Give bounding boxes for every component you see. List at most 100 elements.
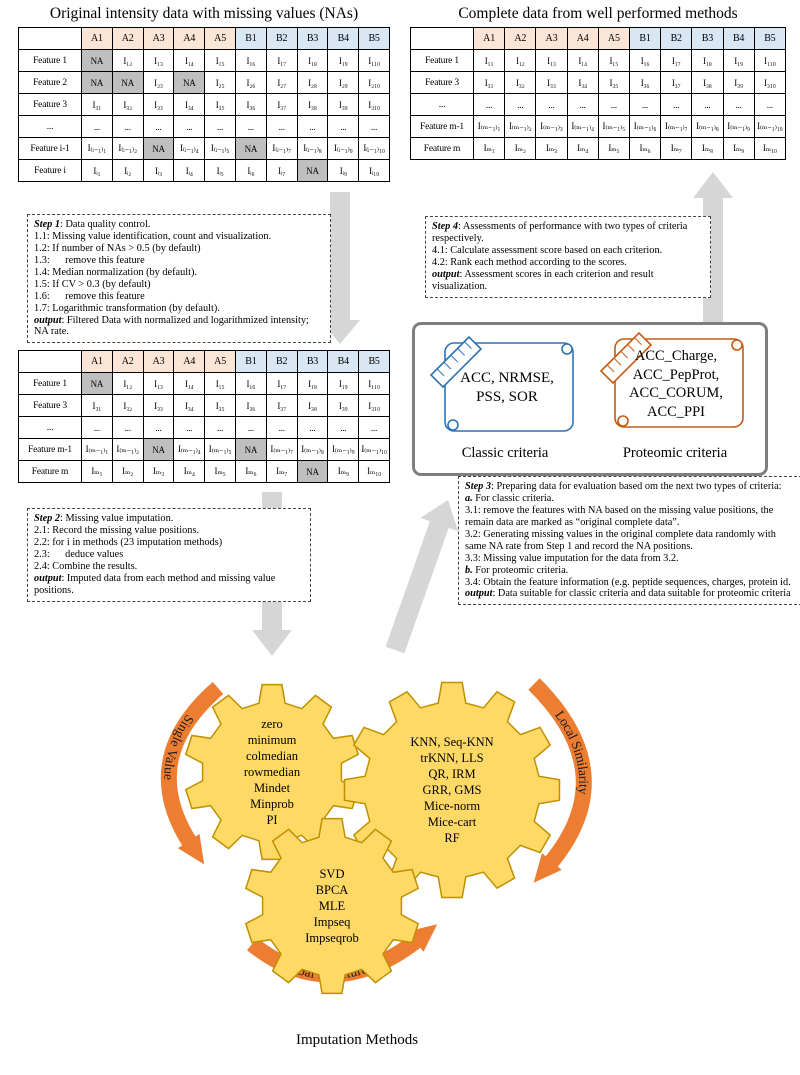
- table-cell: ...: [234, 416, 267, 439]
- step3-item-34-text: 3.4: Obtain the feature information (e.g…: [465, 576, 791, 588]
- table-cell: I₁₂: [111, 49, 144, 72]
- table-row: .................................: [410, 93, 787, 116]
- table-cell: I₁₈: [296, 49, 329, 72]
- table-cell: I₁₆: [234, 372, 267, 395]
- table-cell: Iₘ₅: [597, 137, 630, 160]
- table-cell: ...: [265, 416, 298, 439]
- column-header: A1: [81, 27, 113, 50]
- table-cell: I₍ₘ₋₁₎₁₀: [753, 115, 787, 138]
- row-label: Feature 3: [410, 71, 474, 94]
- table-cell: I₁₇: [660, 49, 693, 72]
- local-similarity-gear: [343, 681, 561, 899]
- table-cell: I₁₁₀: [358, 372, 390, 395]
- table-cell: Iₘ₆: [628, 137, 662, 160]
- table-cell: Iᵢ₂: [111, 159, 144, 182]
- left-table-title: Original intensity data with missing val…: [49, 5, 359, 22]
- table-cell: Iₘ₉: [722, 137, 755, 160]
- table-cell: ...: [472, 93, 506, 116]
- table-cell: I₃₂: [111, 394, 144, 417]
- table-cell: I₃₄: [566, 71, 599, 94]
- table-cell: ...: [597, 93, 630, 116]
- table-cell: I₃₂: [504, 71, 537, 94]
- table-cell: I₍ᵢ₋₁₎₁: [81, 137, 113, 160]
- table-cell: ...: [204, 416, 236, 439]
- table-cell: I₂₃: [142, 71, 175, 94]
- table-cell: I₃₇: [265, 394, 298, 417]
- column-header: A1: [472, 27, 506, 50]
- step1-output: output: Filtered Data with normalized an…: [34, 315, 324, 339]
- step3-title: Step 3: Preparing data for evaluation ba…: [465, 481, 795, 493]
- table-cell: I₃₄: [173, 394, 206, 417]
- table-cell: NA: [234, 438, 267, 461]
- global-structure-gear: [244, 817, 420, 995]
- step2-box: Step 2: Missing value imputation. 2.1: R…: [27, 508, 311, 602]
- table-cell: Iᵢ₁₀: [358, 159, 390, 182]
- table-cell: I₁₅: [204, 49, 236, 72]
- table-cell: I₍ₘ₋₁₎₂: [504, 115, 537, 138]
- classic-criteria-scroll-icon: [429, 335, 574, 432]
- table-cell: ...: [691, 93, 724, 116]
- table-cell: I₁₇: [265, 372, 298, 395]
- table-cell: I₃₈: [691, 71, 724, 94]
- table-cell: I₍ᵢ₋₁₎₉: [327, 137, 360, 160]
- step3-title-rest: : Preparing data for evaluation based om…: [491, 481, 782, 492]
- table-cell: NA: [173, 71, 206, 94]
- table-cell: I₃₅: [204, 93, 236, 116]
- criteria-panel: ACC, NRMSE, PSS, SOR Classic criteria AC…: [412, 322, 768, 476]
- table-cell: NA: [142, 438, 175, 461]
- column-header: [18, 27, 82, 50]
- table-cell: I₁₄: [173, 49, 206, 72]
- single-value-arc: [160, 681, 224, 865]
- table-cell: I₍ₘ₋₁₎₂: [111, 438, 144, 461]
- column-header: B1: [234, 27, 267, 50]
- table-cell: NA: [234, 137, 267, 160]
- table-cell: I₃₅: [204, 394, 236, 417]
- table-cell: Iᵢ₁: [81, 159, 113, 182]
- table-cell: I₃₁: [472, 71, 506, 94]
- step2-title-rest: : Missing value imputation.: [60, 513, 174, 524]
- table-cell: I₍ₘ₋₁₎₈: [296, 438, 329, 461]
- table-cell: ...: [265, 115, 298, 138]
- table-cell: I₂₅: [204, 71, 236, 94]
- table-cell: Iᵢ₃: [142, 159, 175, 182]
- row-label: Feature 3: [18, 93, 82, 116]
- column-header: A3: [142, 350, 175, 373]
- table-cell: I₁₁₀: [358, 49, 390, 72]
- table-cell: I₂₆: [234, 71, 267, 94]
- column-header: B4: [327, 350, 360, 373]
- table-cell: Iₘ₇: [660, 137, 693, 160]
- table-cell: ...: [628, 93, 662, 116]
- row-label: Feature m: [18, 460, 82, 483]
- table-cell: ...: [327, 115, 360, 138]
- row-label: Feature 1: [18, 372, 82, 395]
- table-cell: I₃₆: [234, 394, 267, 417]
- table-cell: I₃₈: [296, 394, 329, 417]
- column-header: A2: [504, 27, 537, 50]
- step3-item-a: a. For classic criteria.: [465, 493, 795, 505]
- table-cell: I₍ₘ₋₁₎₅: [204, 438, 236, 461]
- proteomic-criteria-scroll-icon: [599, 331, 744, 428]
- table-cell: I₁₆: [234, 49, 267, 72]
- table-cell: I₍ₘ₋₁₎₆: [628, 115, 662, 138]
- table-cell: Iₘ₄: [566, 137, 599, 160]
- table-cell: I₃₈: [296, 93, 329, 116]
- table-cell: I₁₃: [142, 49, 175, 72]
- step4-title: Step 4: Assessments of performance with …: [432, 221, 704, 245]
- step2-output-rest: : Imputed data from each method and miss…: [34, 572, 276, 596]
- table-cell: I₁₁: [472, 49, 506, 72]
- table-row: .................................: [18, 115, 390, 138]
- step4-box: Step 4: Assessments of performance with …: [425, 216, 711, 298]
- step3-item-32-text: 3.2: Generating missing values in the or…: [465, 528, 776, 552]
- global-structure-methods: SVD BPCA MLE Impseq Impseqrob: [305, 867, 359, 945]
- classic-criteria-label: Classic criteria: [461, 445, 549, 461]
- table-cell: ...: [204, 115, 236, 138]
- step3-item-34: 3.4: Obtain the feature information (e.g…: [465, 577, 795, 589]
- table-cell: ...: [296, 115, 329, 138]
- column-header: B3: [296, 350, 329, 373]
- table-cell: NA: [296, 159, 329, 182]
- step3-title-em: Step 3: [465, 481, 492, 492]
- table-cell: NA: [81, 71, 113, 94]
